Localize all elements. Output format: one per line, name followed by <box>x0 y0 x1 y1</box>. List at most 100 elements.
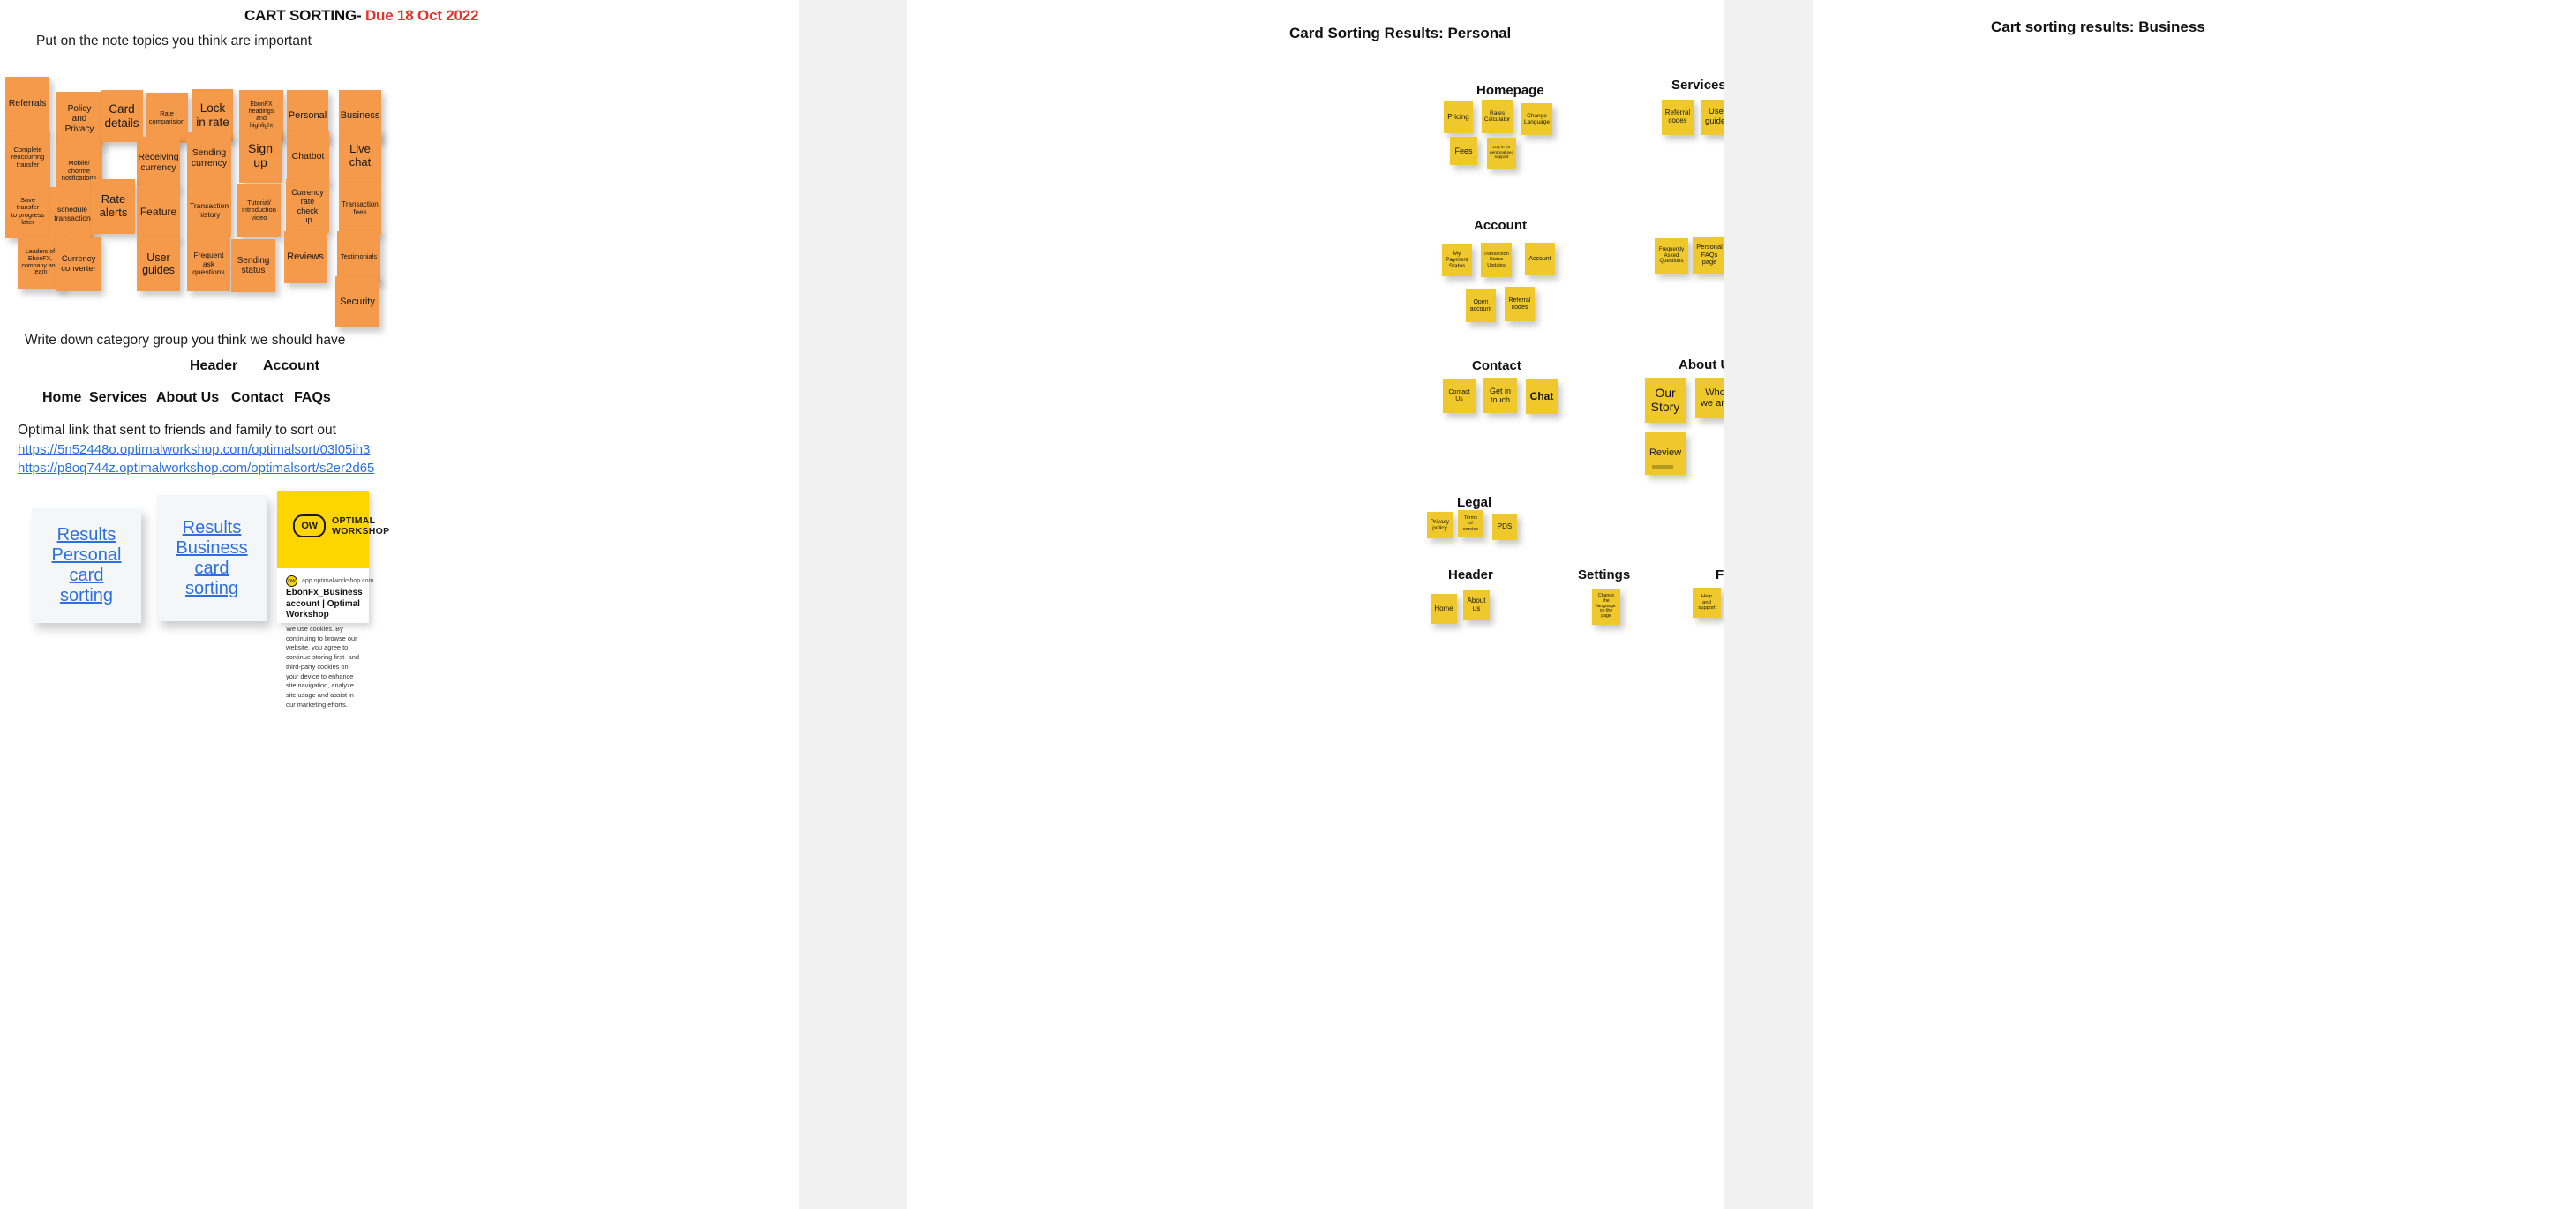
sticky-note[interactable]: Save transfer to progress later <box>5 184 50 238</box>
sticky-note[interactable]: User guides <box>137 237 180 291</box>
results-link-card[interactable]: Results Business card sorting <box>157 495 267 621</box>
category-contact: Contact <box>231 390 284 405</box>
group-heading: Header <box>1448 567 1493 582</box>
sticky-note[interactable]: Fees <box>1450 137 1477 165</box>
sticky-note[interactable]: Transaction fees <box>339 183 381 235</box>
sticky-note[interactable]: Rate comparision <box>146 93 188 143</box>
sticky-note[interactable]: Help and support <box>1693 588 1721 618</box>
category-about-us: About Us <box>156 390 220 405</box>
sticky-note[interactable]: Currency rate check up <box>286 179 329 233</box>
preview-domain-row: OW app.optimalworkshop.com <box>286 575 373 587</box>
sticky-note[interactable]: Open account <box>1466 289 1496 322</box>
review-note-underline <box>1652 465 1673 469</box>
board-title-business: Cart sorting results: Business <box>1991 19 2205 35</box>
page-title-main: CART SORTING- <box>244 7 365 24</box>
category-account: Account <box>263 358 319 373</box>
group-heading: Contact <box>1472 358 1521 373</box>
page-title-due-date: Due 18 Oct 2022 <box>364 7 479 24</box>
ow-wordmark: OPTIMAL WORKSHOP <box>332 515 389 537</box>
favicon-icon: OW <box>286 575 297 587</box>
instruction-categories: Write down category group you think we s… <box>25 333 346 348</box>
sticky-note[interactable]: Chatbot <box>287 131 329 183</box>
sticky-note[interactable]: Sending currency <box>187 132 231 185</box>
group-heading: Footer <box>1716 567 1724 582</box>
group-heading: Homepage <box>1476 83 1544 98</box>
ow-monogram-icon: OW <box>293 514 326 537</box>
sticky-note[interactable]: Contact Us <box>1443 379 1476 413</box>
optimal-workshop-logo: OW OPTIMAL WORKSHOP <box>293 514 389 537</box>
sticky-note[interactable]: Sending status <box>231 239 275 292</box>
sticky-note[interactable]: Rates Calculator <box>1482 100 1513 133</box>
group-heading: Settings <box>1578 567 1631 582</box>
sticky-note[interactable]: Rate alerts <box>92 179 135 234</box>
sticky-note[interactable]: Live chat <box>339 130 381 183</box>
sticky-note[interactable]: Personal FAQs page <box>1693 237 1724 274</box>
instruction-topics: Put on the note topics you think are imp… <box>36 34 312 49</box>
panel-gap-right <box>1724 0 1813 1209</box>
sticky-note[interactable]: Security <box>335 276 379 327</box>
sticky-note[interactable]: Frequently Asked Questions <box>1655 238 1688 274</box>
sticky-note[interactable]: Privacy policy <box>1427 512 1453 538</box>
sticky-note[interactable]: Reviews <box>284 231 327 283</box>
sticky-note[interactable]: Referral codes <box>1662 100 1694 135</box>
sticky-note[interactable]: Complete reoccurring transfer <box>5 131 50 184</box>
group-heading: About Us <box>1679 357 1724 372</box>
sticky-note[interactable]: Tutorial/ introduction video <box>237 184 281 237</box>
category-home: Home <box>42 390 82 405</box>
sticky-note[interactable]: Frequent ask questions <box>187 237 230 291</box>
sticky-note[interactable]: PDS <box>1492 514 1517 540</box>
sticky-note[interactable]: Chat <box>1526 379 1558 414</box>
sticky-note[interactable]: Transaction history <box>187 184 231 237</box>
board-panel-cart-sorting: CART SORTING- Due 18 Oct 2022 Put on the… <box>0 0 799 1209</box>
sticky-note[interactable]: Account <box>1525 243 1555 275</box>
sticky-note[interactable]: Referral codes <box>1505 287 1535 321</box>
optimal-workshop-banner: OW OPTIMAL WORKSHOP <box>277 491 389 568</box>
sticky-note[interactable]: Terms of service <box>1458 510 1483 537</box>
sticky-note[interactable]: About us <box>1463 590 1490 620</box>
preview-cookie-text: We use cookies. By continuing to browse … <box>286 625 359 709</box>
group-heading: Services/Personal <box>1671 78 1724 93</box>
sticky-note[interactable]: Our Story <box>1645 378 1686 423</box>
preview-domain: app.optimalworkshop.com <box>302 578 374 584</box>
group-heading: Account <box>1474 218 1527 233</box>
board-panel-results-business: Cart sorting results: Business HomeChang… <box>1813 0 2576 1209</box>
results-link-text: Results Personal card sorting <box>51 525 122 605</box>
sticky-note[interactable]: schedule transaction <box>50 187 94 242</box>
ow-wordmark-line2: WORKSHOP <box>332 526 390 537</box>
sticky-note[interactable]: Transaction Status Updates <box>1481 243 1512 277</box>
sticky-note[interactable]: Home <box>1431 594 1457 624</box>
sticky-note[interactable]: My Payment Status <box>1442 244 1472 276</box>
optimal-workshop-preview-card[interactable]: OW OPTIMAL WORKSHOP OW app.optimalworksh… <box>277 491 389 709</box>
results-link-text: Results Business card sorting <box>176 517 248 598</box>
category-services: Services <box>89 390 147 405</box>
page-title: CART SORTING- Due 18 Oct 2022 <box>244 7 479 25</box>
category-faqs: FAQs <box>294 390 331 405</box>
sticky-note[interactable]: Who we are <box>1695 378 1724 418</box>
sticky-note[interactable]: Change the language on the page <box>1592 589 1620 625</box>
optimal-link-intro: Optimal link that sent to friends and fa… <box>18 423 336 438</box>
sticky-note[interactable]: Log in for personalised support <box>1487 138 1516 169</box>
preview-title: EbonFx_Business account | Optimal Worksh… <box>286 588 363 620</box>
sticky-note[interactable]: Change Language <box>1521 103 1552 135</box>
sticky-note[interactable]: Card details <box>101 90 143 142</box>
ow-wordmark-line1: OPTIMAL <box>332 514 376 526</box>
sticky-note[interactable]: Policy and Privacy <box>56 92 103 146</box>
group-heading: Legal <box>1457 495 1492 510</box>
sticky-note[interactable]: Pricing <box>1444 101 1473 133</box>
board-title-personal: Card Sorting Results: Personal <box>1289 25 1512 41</box>
optimal-link-personal[interactable]: https://5n52448o.optimalworkshop.com/opt… <box>18 442 371 457</box>
results-link-card[interactable]: Results Personal card sorting <box>32 508 141 623</box>
sticky-note[interactable]: Currency converter <box>56 237 101 291</box>
sticky-note[interactable]: Sign up <box>239 129 282 183</box>
sticky-note[interactable]: Feature <box>137 185 180 239</box>
sticky-note[interactable]: Leaders of EbonFX, company and team <box>18 236 63 289</box>
sticky-note[interactable]: Referrals <box>5 77 49 131</box>
category-header: Header <box>190 358 238 373</box>
sticky-note[interactable]: Testimonials <box>337 231 380 282</box>
sticky-note[interactable]: Get in touch <box>1483 378 1517 413</box>
sticky-note[interactable]: User guides <box>1701 100 1724 135</box>
optimal-link-business[interactable]: https://p8oq744z.optimalworkshop.com/opt… <box>18 461 375 476</box>
sticky-note[interactable]: Receiving currency <box>137 137 180 189</box>
panel-gap-left <box>799 0 907 1209</box>
